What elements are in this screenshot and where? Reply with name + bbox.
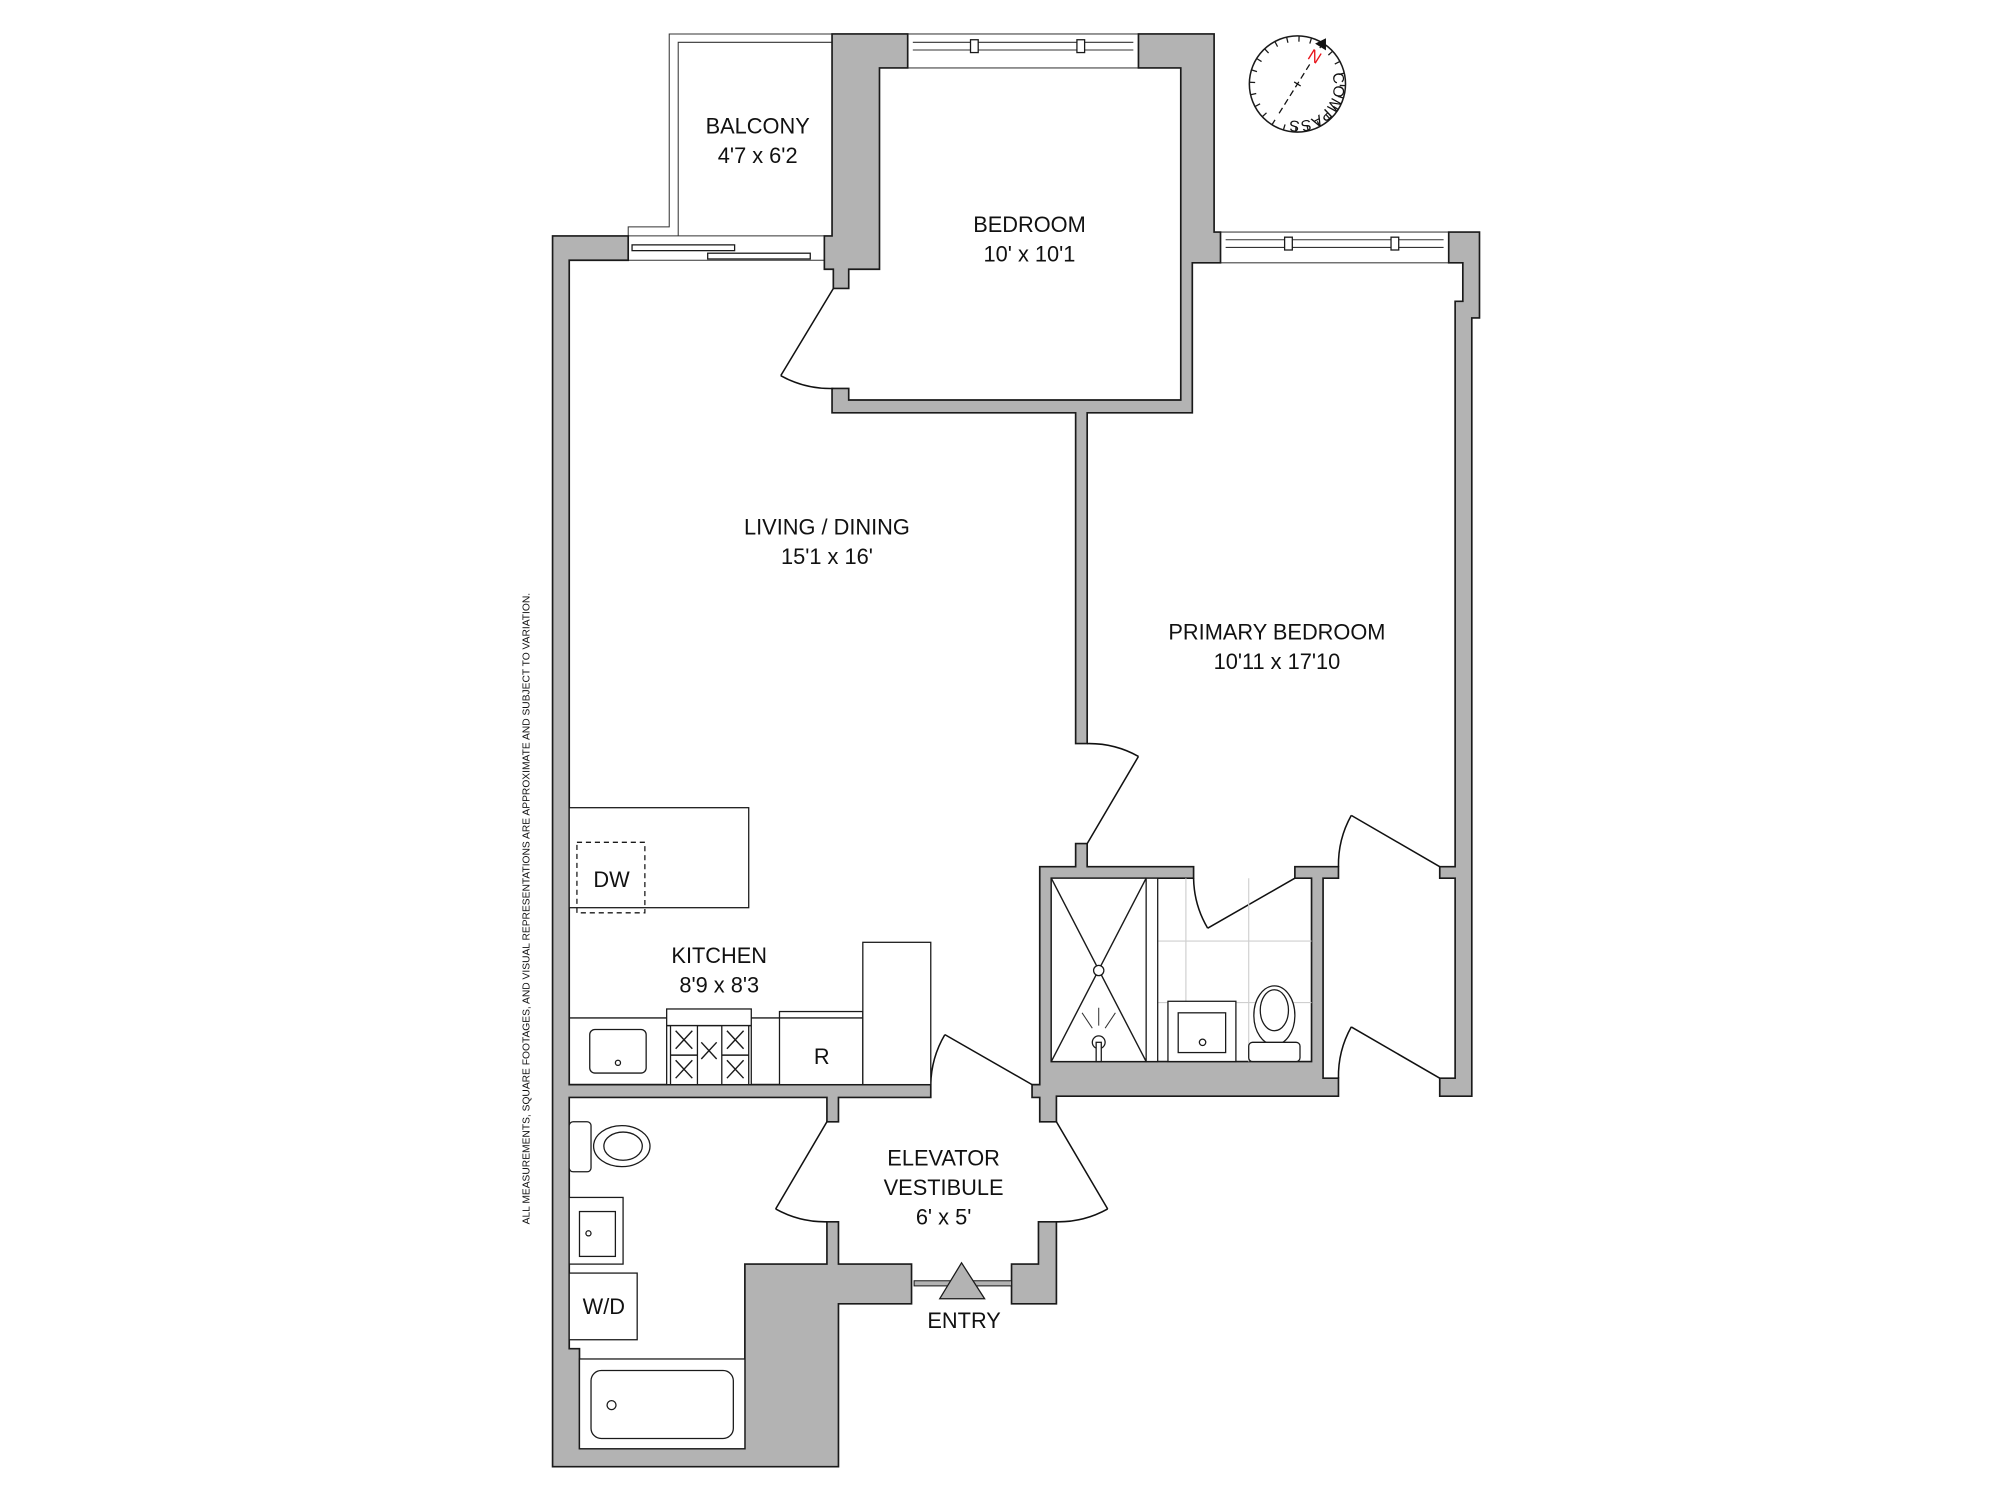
balcony-name: BALCONY	[706, 113, 811, 138]
compass-tick	[1261, 112, 1267, 118]
kitchen-island: DW	[568, 807, 750, 914]
stove	[666, 1008, 752, 1086]
bath-toilet	[568, 1121, 651, 1173]
tall-cabinet	[862, 941, 932, 1086]
balcony-size: 4'7 x 6'2	[718, 143, 798, 168]
compass-north-letter: N	[1304, 45, 1324, 67]
washer-dryer: W/D	[568, 1272, 638, 1341]
compass-tick	[1282, 124, 1286, 131]
primary-bath-vanity	[1167, 1000, 1237, 1063]
compass-tick	[1256, 57, 1262, 63]
kitchen-vestibule-door	[930, 1033, 1033, 1086]
living-size: 15'1 x 16'	[781, 544, 873, 569]
compass-tick	[1306, 125, 1309, 131]
vestibule-name-line2: VESTIBULE	[884, 1175, 1004, 1200]
primary-bedroom-window	[1220, 231, 1450, 264]
kitchen-name: KITCHEN	[671, 943, 767, 968]
vestibule-west-door	[774, 1121, 828, 1223]
entry-label: ENTRY	[927, 1308, 1001, 1333]
vestibule-name-line1: ELEVATOR	[887, 1145, 1000, 1170]
vestibule-east-door	[1055, 1121, 1109, 1223]
compass-tick	[1325, 114, 1331, 120]
wall-entry-east	[1010, 1220, 1058, 1305]
compass-tick	[1274, 41, 1279, 47]
primary-bath-toilet	[1248, 985, 1301, 1063]
compass-tick	[1338, 72, 1345, 76]
closet-door-lower	[1337, 1026, 1441, 1079]
wall-bedroom-east	[831, 33, 1222, 745]
vestibule-size: 6' x 5'	[916, 1204, 972, 1229]
compass-north-pointer-icon	[1315, 38, 1326, 51]
primary-bedroom-name: PRIMARY BEDROOM	[1168, 620, 1385, 645]
wall-bedroom-west	[823, 33, 909, 290]
shower	[1050, 877, 1159, 1063]
bedroom-door	[780, 288, 834, 390]
compass-tick	[1251, 69, 1258, 73]
disclaimer: ALL MEASUREMENTS, SQUARE FOOTAGES, AND V…	[521, 593, 532, 1224]
bathtub	[578, 1358, 746, 1450]
compass-tick	[1285, 36, 1289, 43]
kitchen-sink-drain	[614, 1059, 622, 1067]
compass-tick	[1264, 48, 1270, 54]
bedroom-size: 10' x 10'1	[984, 242, 1076, 267]
compass-tick	[1254, 103, 1261, 108]
entry-door	[913, 1261, 1013, 1300]
living-name: LIVING / DINING	[744, 515, 910, 540]
bedroom-window	[907, 33, 1139, 69]
kitchen-size: 8'9 x 8'3	[679, 972, 759, 997]
compass-tick	[1327, 50, 1334, 56]
dishwasher	[576, 841, 646, 914]
wall-east	[1438, 231, 1481, 1097]
compass-tick	[1309, 37, 1313, 44]
shower-glass	[1145, 877, 1159, 1063]
primary-bath-door	[1192, 877, 1296, 929]
compass-label: COMPASS	[1289, 71, 1347, 134]
balcony-railing	[627, 33, 833, 236]
bath-sink	[568, 1196, 624, 1265]
compass-tick	[1337, 95, 1344, 99]
refrigerator-label: R	[814, 1044, 830, 1069]
compass-ticks	[1249, 35, 1346, 133]
bedroom-name: BEDROOM	[973, 212, 1086, 237]
primary-bedroom-size: 10'11 x 17'10	[1214, 649, 1341, 674]
compass: N COMPASS	[1248, 35, 1347, 134]
compass-tick	[1334, 60, 1341, 65]
compass-tick	[1271, 119, 1276, 126]
balcony-sliding-door	[628, 235, 825, 261]
compass-tick	[1250, 92, 1257, 96]
closet-door-upper	[1337, 814, 1441, 868]
refrigerator: R	[778, 1010, 864, 1086]
shower-drain	[1092, 964, 1105, 977]
entry-arrow-icon	[938, 1261, 986, 1300]
compass-tick	[1332, 105, 1339, 110]
washer-dryer-label: W/D	[583, 1294, 625, 1319]
compass-tick	[1316, 121, 1321, 127]
kitchen-sink	[589, 1028, 647, 1074]
dishwasher-label: DW	[593, 867, 630, 892]
primary-bedroom-door	[1086, 742, 1140, 844]
